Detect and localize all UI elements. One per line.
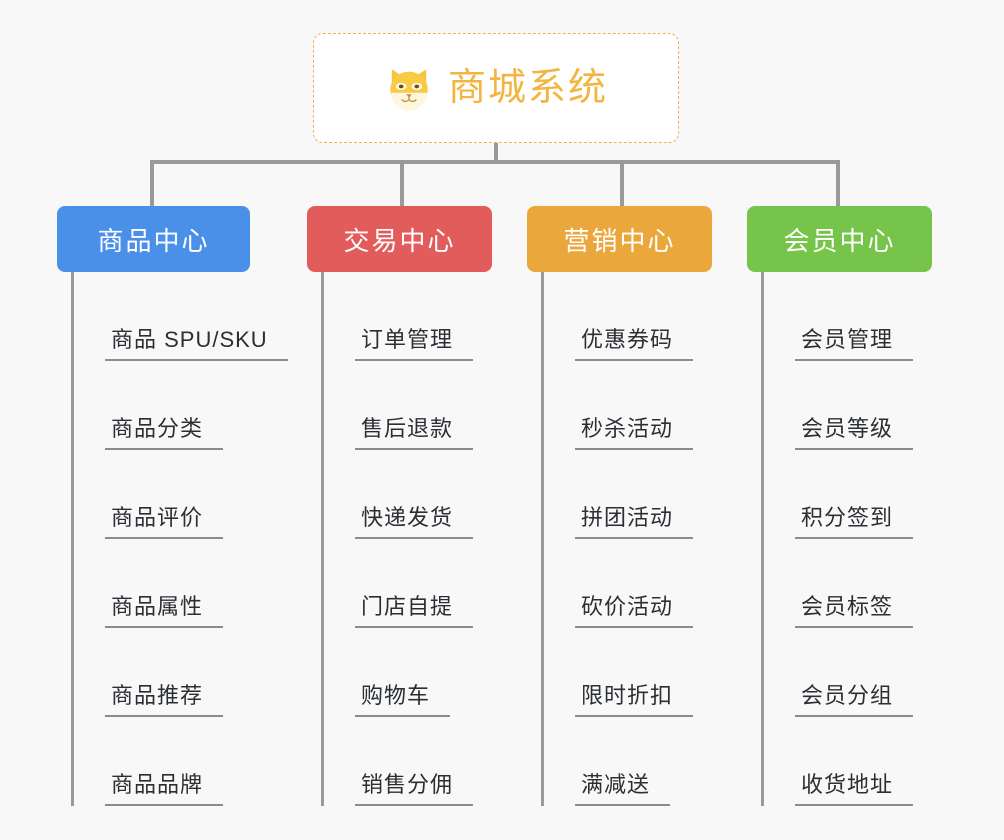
category-header-trade-center[interactable]: 交易中心 xyxy=(307,206,492,272)
list-item[interactable]: 会员等级 xyxy=(761,361,932,450)
leaf-label: 购物车 xyxy=(355,683,451,717)
leaf-label: 满减送 xyxy=(575,772,671,806)
list-item[interactable]: 商品品牌 xyxy=(71,717,250,806)
connector-drop-3 xyxy=(620,160,624,206)
column-spine xyxy=(761,272,764,806)
list-item[interactable]: 快递发货 xyxy=(321,450,492,539)
leaf-label: 商品属性 xyxy=(105,594,224,628)
list-item[interactable]: 商品属性 xyxy=(71,539,250,628)
leaf-label: 优惠券码 xyxy=(575,327,694,361)
root-node-title: 商城系统 xyxy=(447,67,608,109)
leaf-label: 门店自提 xyxy=(355,594,474,628)
list-item[interactable]: 收货地址 xyxy=(761,717,932,806)
leaf-label: 会员管理 xyxy=(795,327,914,361)
category-label: 交易中心 xyxy=(343,225,456,256)
leaf-label: 收货地址 xyxy=(795,772,914,806)
connector-horizontal-bus xyxy=(150,160,840,164)
leaf-list-product-center: 商品 SPU/SKU 商品分类 商品评价 商品属性 商品推荐 商品品牌 xyxy=(71,272,288,806)
root-node-mall-system[interactable]: 商城系统 xyxy=(313,33,679,143)
category-label: 商品中心 xyxy=(97,225,210,256)
leaf-label: 秒杀活动 xyxy=(575,416,694,450)
list-item[interactable]: 商品 SPU/SKU xyxy=(71,272,288,361)
leaf-list-trade-center: 订单管理 售后退款 快递发货 门店自提 购物车 销售分佣 xyxy=(321,272,492,806)
list-item[interactable]: 门店自提 xyxy=(321,539,492,628)
leaf-label: 积分签到 xyxy=(795,505,914,539)
list-item[interactable]: 销售分佣 xyxy=(321,717,492,806)
category-header-marketing-center[interactable]: 营销中心 xyxy=(527,206,712,272)
leaf-label: 销售分佣 xyxy=(355,772,474,806)
leaf-label: 会员等级 xyxy=(795,416,914,450)
list-item[interactable]: 拼团活动 xyxy=(541,450,712,539)
leaf-label: 商品分类 xyxy=(105,416,224,450)
list-item[interactable]: 订单管理 xyxy=(321,272,492,361)
connector-drop-2 xyxy=(400,160,404,206)
list-item[interactable]: 满减送 xyxy=(541,717,712,806)
category-column-marketing-center: 营销中心 优惠券码 秒杀活动 拼团活动 砍价活动 限时折扣 满减送 xyxy=(527,206,712,806)
leaf-label: 拼团活动 xyxy=(575,505,694,539)
list-item[interactable]: 购物车 xyxy=(321,628,492,717)
category-column-member-center: 会员中心 会员管理 会员等级 积分签到 会员标签 会员分组 收货地址 xyxy=(747,206,932,806)
column-spine xyxy=(71,272,74,806)
list-item[interactable]: 砍价活动 xyxy=(541,539,712,628)
category-label: 营销中心 xyxy=(563,225,676,256)
leaf-label: 商品品牌 xyxy=(105,772,224,806)
column-spine xyxy=(321,272,324,806)
leaf-list-member-center: 会员管理 会员等级 积分签到 会员标签 会员分组 收货地址 xyxy=(761,272,932,806)
leaf-label: 商品推荐 xyxy=(105,683,224,717)
list-item[interactable]: 会员管理 xyxy=(761,272,932,361)
list-item[interactable]: 商品评价 xyxy=(71,450,250,539)
category-header-member-center[interactable]: 会员中心 xyxy=(747,206,932,272)
list-item[interactable]: 优惠券码 xyxy=(541,272,712,361)
shiba-dog-face-icon xyxy=(390,69,428,111)
leaf-label: 会员分组 xyxy=(795,683,914,717)
category-column-product-center: 商品中心 商品 SPU/SKU 商品分类 商品评价 商品属性 商品推荐 商品品牌 xyxy=(57,206,288,806)
list-item[interactable]: 会员标签 xyxy=(761,539,932,628)
leaf-label: 售后退款 xyxy=(355,416,474,450)
list-item[interactable]: 商品分类 xyxy=(71,361,250,450)
list-item[interactable]: 商品推荐 xyxy=(71,628,250,717)
connector-drop-1 xyxy=(150,160,154,206)
leaf-label: 商品 SPU/SKU xyxy=(105,327,288,361)
category-header-product-center[interactable]: 商品中心 xyxy=(57,206,250,272)
list-item[interactable]: 秒杀活动 xyxy=(541,361,712,450)
list-item[interactable]: 会员分组 xyxy=(761,628,932,717)
leaf-label: 商品评价 xyxy=(105,505,224,539)
list-item[interactable]: 售后退款 xyxy=(321,361,492,450)
list-item[interactable]: 积分签到 xyxy=(761,450,932,539)
leaf-label: 限时折扣 xyxy=(575,683,694,717)
leaf-label: 砍价活动 xyxy=(575,594,694,628)
connector-root-stub xyxy=(494,143,498,163)
leaf-label: 快递发货 xyxy=(355,505,474,539)
category-column-trade-center: 交易中心 订单管理 售后退款 快递发货 门店自提 购物车 销售分佣 xyxy=(307,206,492,806)
connector-drop-4 xyxy=(836,160,840,206)
column-spine xyxy=(541,272,544,806)
category-label: 会员中心 xyxy=(783,225,896,256)
leaf-label: 会员标签 xyxy=(795,594,914,628)
leaf-label: 订单管理 xyxy=(355,327,474,361)
list-item[interactable]: 限时折扣 xyxy=(541,628,712,717)
leaf-list-marketing-center: 优惠券码 秒杀活动 拼团活动 砍价活动 限时折扣 满减送 xyxy=(541,272,712,806)
